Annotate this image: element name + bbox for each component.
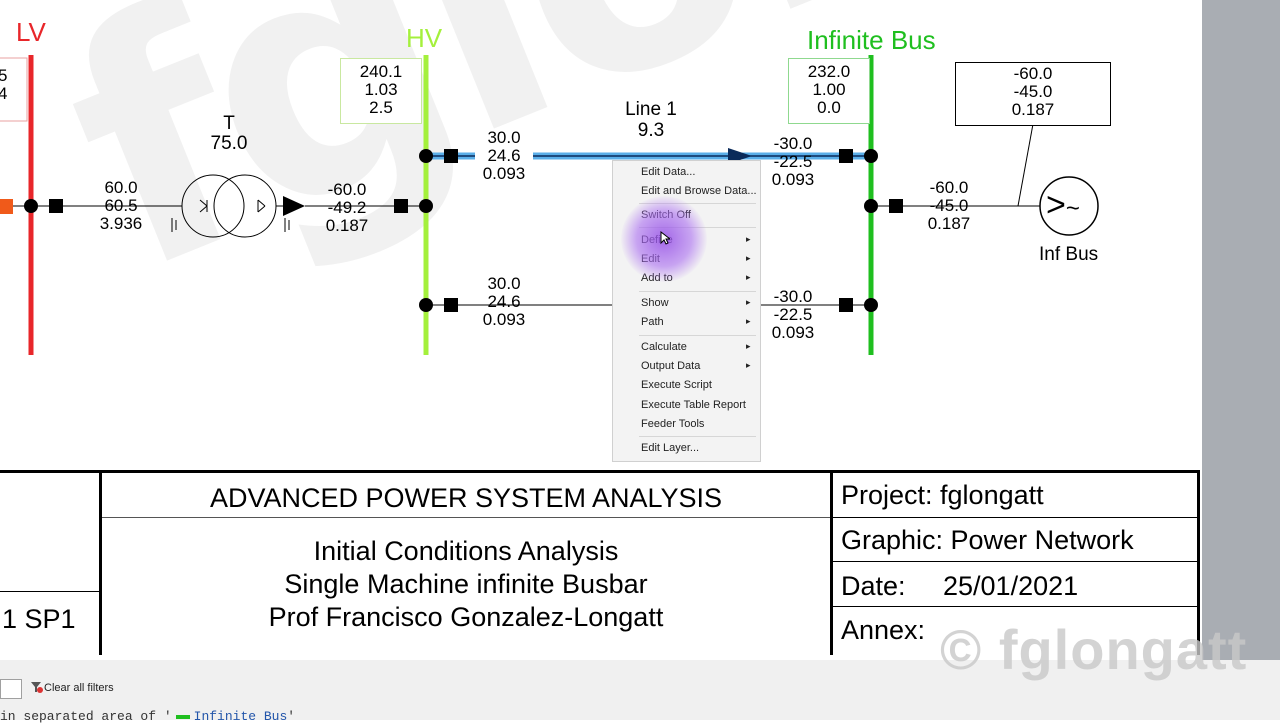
menu-separator (639, 203, 756, 204)
menu-item-edit-browse-data[interactable]: Edit and Browse Data... (641, 185, 757, 197)
filter-clear-icon (31, 682, 43, 693)
submenu-arrow-icon: ▸ (746, 272, 751, 282)
submenu-arrow-icon: ▸ (746, 360, 751, 370)
submenu-arrow-icon: ▸ (746, 341, 751, 351)
menu-item-switch-off[interactable]: Switch Off (641, 209, 691, 221)
line2-hv-breaker (444, 298, 458, 312)
generator-result-box[interactable]: -60.0 -45.0 0.187 (955, 62, 1111, 126)
lv-trafo-flow: 60.0 60.5 3.936 (99, 178, 143, 233)
context-menu: Edit Data... Edit and Browse Data... Swi… (612, 160, 761, 462)
menu-item-execute-script[interactable]: Execute Script (641, 379, 712, 391)
lv-result-box (0, 57, 28, 122)
menu-item-add-to[interactable]: Add to▸ (641, 272, 751, 284)
submenu-arrow-icon: ▸ (746, 253, 751, 263)
submenu-arrow-icon: ▸ (746, 316, 751, 326)
gen-box-leader (1017, 123, 1034, 207)
menu-item-edit[interactable]: Edit▸ (641, 253, 751, 265)
lv-result-values: 5 4 (0, 66, 8, 103)
mouse-cursor-icon (660, 231, 670, 245)
line1-hv-flow: 30.0 24.6 0.093 (475, 129, 533, 183)
annex-field: Annex: (841, 615, 926, 645)
menu-item-feeder-tools[interactable]: Feeder Tools (641, 418, 705, 430)
menu-item-calculate[interactable]: Calculate▸ (641, 341, 751, 353)
hv-result-box[interactable]: 240.1 1.03 2.5 (340, 58, 422, 124)
line2-inf-node (864, 298, 878, 312)
menu-item-path[interactable]: Path▸ (641, 316, 751, 328)
line1-inf-flow: -30.0 -22.5 0.093 (771, 134, 815, 189)
infinite-bus-result-box[interactable]: 232.0 1.00 0.0 (788, 58, 870, 124)
line2-inf-flow: -30.0 -22.5 0.093 (771, 287, 815, 342)
copyright-watermark: © fglongatt (940, 618, 1248, 681)
bus-color-icon (175, 714, 190, 719)
inf-gen-flow: -60.0 -45.0 0.187 (927, 178, 971, 233)
hv-trafo-breaker (394, 199, 408, 213)
submenu-arrow-icon: ▸ (746, 297, 751, 307)
network-graphics (0, 55, 1099, 355)
single-line-diagram-canvas[interactable]: fglongatt (0, 0, 1200, 655)
main-title: ADVANCED POWER SYSTEM ANALYSIS (209, 483, 723, 513)
right-scroll-area[interactable] (1202, 0, 1280, 660)
graphic-field: Graphic: Power Network (841, 525, 1134, 555)
menu-item-output-data[interactable]: Output Data▸ (641, 360, 751, 372)
line1-hv-node (419, 149, 433, 163)
lv-bus-label: LV (16, 17, 46, 47)
transformer-label: T 75.0 (210, 113, 248, 154)
line2-hv-node (419, 298, 433, 312)
menu-item-edit-layer[interactable]: Edit Layer... (641, 442, 700, 454)
transformer-symbol (160, 174, 300, 238)
hv-trafo-node (419, 199, 433, 213)
output-status-line: in separated area of 'Infinite Bus' (0, 709, 296, 724)
subtitle-3: Prof Francisco Gonzalez-Longatt (268, 602, 664, 632)
project-field: Project: fglongatt (841, 480, 1044, 510)
menu-separator (639, 436, 756, 437)
line1-label: Line 1 9.3 (625, 99, 677, 141)
menu-item-edit-data[interactable]: Edit Data... (641, 166, 696, 178)
subtitle-1: Initial Conditions Analysis (313, 536, 619, 566)
clear-filters-button[interactable]: Clear all filters (30, 681, 114, 694)
title-block-left-cell: 1 SP1 (0, 470, 102, 655)
menu-separator (639, 291, 756, 292)
menu-separator (639, 227, 756, 228)
menu-separator (639, 335, 756, 336)
line2-hv-flow: 30.0 24.6 0.093 (482, 274, 526, 329)
hv-bus-label: HV (406, 23, 443, 53)
submenu-arrow-icon: ▸ (746, 234, 751, 244)
menu-item-show[interactable]: Show▸ (641, 297, 751, 309)
hv-trafo-flow: -60.0 -49.2 0.187 (325, 180, 369, 235)
infinite-bus-label: Infinite Bus (807, 25, 936, 55)
title-block-center-cell: ADVANCED POWER SYSTEM ANALYSIS Initial C… (99, 470, 833, 655)
line1-hv-breaker (444, 149, 458, 163)
line1-inf-node (864, 149, 878, 163)
date-label: Date: (841, 571, 906, 601)
menu-item-execute-table-report[interactable]: Execute Table Report (641, 399, 746, 411)
title-block-right-cell: Project: fglongatt Graphic: Power Networ… (830, 470, 1200, 655)
bottom-panel (0, 660, 1280, 720)
trafo-flow-arrow (283, 196, 305, 216)
generator-symbol (1039, 176, 1099, 236)
generator-symbol-sign: >~ (1046, 186, 1080, 224)
lv-load-element (0, 199, 13, 214)
line2-inf-breaker (839, 298, 853, 312)
subtitle-2: Single Machine infinite Busbar (284, 569, 648, 599)
filter-input[interactable] (0, 679, 22, 699)
generator-label: Inf Bus (1039, 244, 1099, 265)
date-value: 25/01/2021 (943, 571, 1079, 601)
line1-inf-breaker (839, 149, 853, 163)
drawing-number: 1 SP1 (2, 604, 76, 634)
